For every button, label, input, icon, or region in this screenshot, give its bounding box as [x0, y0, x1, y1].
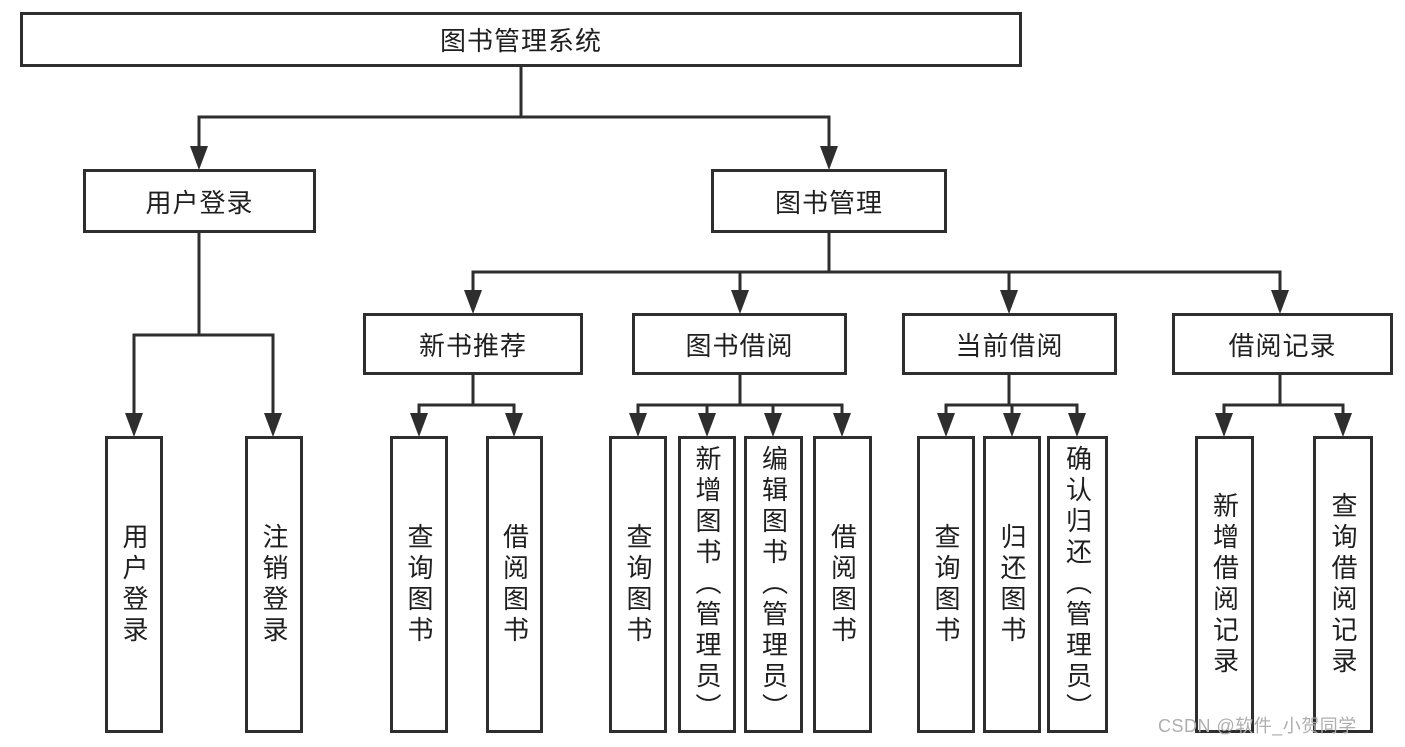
leaf-add-borrow-record: 新增借阅记录: [1195, 436, 1254, 733]
leaf-query-books-borrow-label: 查询图书: [623, 522, 653, 647]
leaf-add-books-admin: 新增图书（管理员）: [678, 436, 736, 733]
leaf-query-books-recommend-label: 查询图书: [404, 522, 434, 647]
node-root-label: 图书管理系统: [439, 26, 602, 56]
node-book-management: 图书管理: [711, 169, 947, 233]
leaf-logout: 注销登录: [245, 436, 303, 733]
leaf-borrow-books-recommend-label: 借阅图书: [499, 522, 530, 647]
node-current-borrowing: 当前借阅: [902, 313, 1117, 375]
leaf-edit-books-admin-label: 编辑图书（管理员）: [758, 445, 789, 724]
leaf-confirm-return-admin: 确认归还（管理员）: [1047, 436, 1108, 733]
leaf-query-borrow-record: 查询借阅记录: [1313, 436, 1373, 733]
leaf-query-books-current: 查询图书: [917, 436, 975, 733]
node-borrowing-records: 借阅记录: [1172, 313, 1393, 375]
node-borrowing-records-label: 借阅记录: [1228, 330, 1337, 361]
leaf-user-login: 用户登录: [105, 436, 163, 733]
leaf-query-books-current-label: 查询图书: [931, 522, 961, 647]
leaf-add-borrow-record-label: 新增借阅记录: [1209, 491, 1240, 678]
node-user-login: 用户登录: [83, 169, 316, 233]
leaf-add-books-admin-label: 新增图书（管理员）: [692, 445, 722, 724]
leaf-logout-label: 注销登录: [259, 522, 289, 647]
leaf-borrow-books-label: 借阅图书: [827, 522, 858, 647]
csdn-watermark: CSDN @软件_小贺同学: [1158, 716, 1357, 736]
leaf-query-borrow-record-label: 查询借阅记录: [1328, 491, 1358, 678]
leaf-return-books: 归还图书: [983, 436, 1041, 733]
node-book-borrowing: 图书借阅: [632, 313, 847, 375]
node-root: 图书管理系统: [20, 12, 1022, 67]
leaf-query-books-borrow: 查询图书: [609, 436, 667, 733]
node-current-borrowing-label: 当前借阅: [955, 330, 1064, 361]
leaf-edit-books-admin: 编辑图书（管理员）: [744, 436, 803, 733]
arrowheads: [125, 146, 1352, 437]
leaf-query-books-recommend: 查询图书: [390, 436, 448, 733]
leaf-confirm-return-admin-label: 确认归还（管理员）: [1062, 445, 1093, 724]
node-book-borrowing-label: 图书借阅: [685, 330, 794, 361]
leaf-return-books-label: 归还图书: [997, 522, 1027, 647]
node-book-management-label: 图书管理: [774, 187, 883, 218]
node-new-book-recommend: 新书推荐: [363, 313, 583, 375]
node-new-book-recommend-label: 新书推荐: [418, 330, 527, 361]
leaf-user-login-label: 用户登录: [119, 522, 149, 647]
leaf-borrow-books: 借阅图书: [813, 436, 872, 733]
node-user-login-label: 用户登录: [145, 187, 254, 218]
leaf-borrow-books-recommend: 借阅图书: [486, 436, 543, 733]
